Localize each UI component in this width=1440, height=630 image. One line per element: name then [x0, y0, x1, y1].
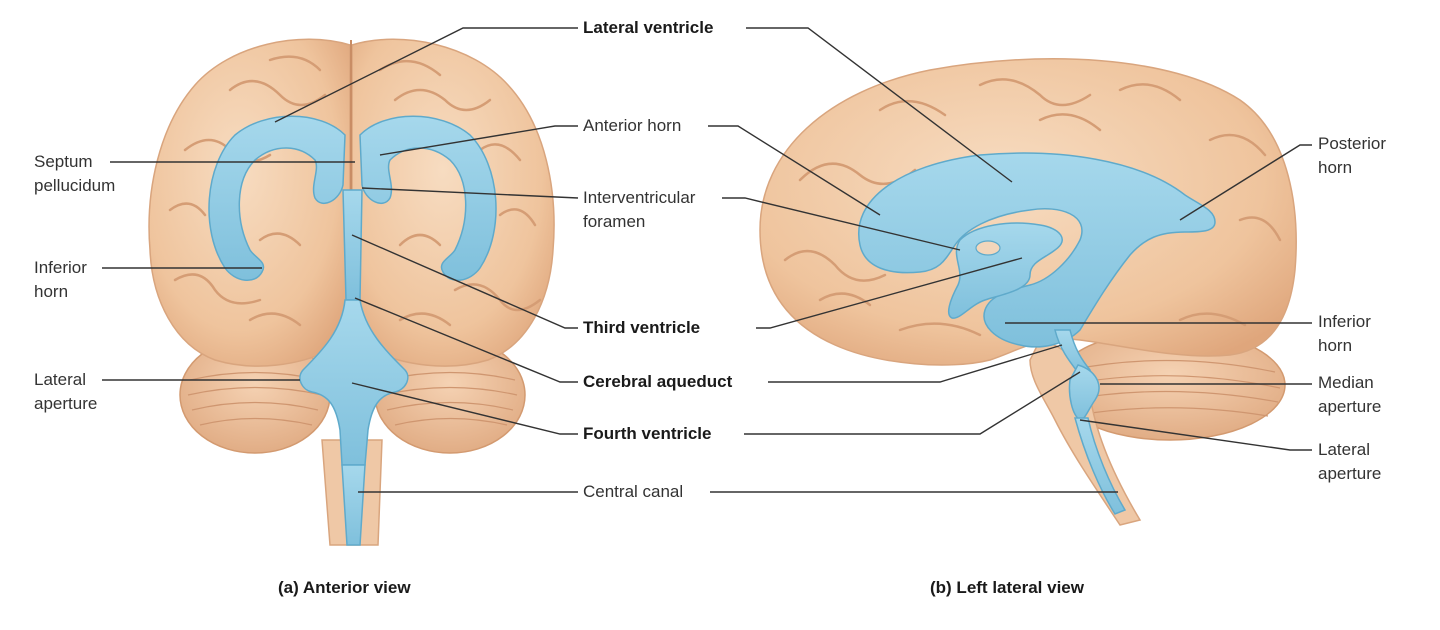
label-lateral-ventricle: Lateral ventricle: [583, 18, 714, 37]
leader-third-ventricle-b: [756, 257, 1023, 329]
leader-lines: [102, 27, 1312, 493]
lateral-view: [759, 58, 1297, 526]
label-anterior-horn: Anterior horn: [583, 116, 682, 135]
label-septum-line1: Septum: [34, 152, 93, 171]
label-posterior-horn-line2: horn: [1318, 158, 1353, 177]
central-canal-lateral: [1074, 417, 1127, 515]
leader-posterior-horn: [1179, 144, 1312, 221]
label-lateral-aperture-a-line2: aperture: [34, 394, 98, 413]
leader-interventricular-a: [361, 187, 579, 199]
leader-lateral-ventricle-b: [746, 27, 1013, 183]
lateral-ventricle-body: [858, 152, 1216, 348]
label-interventricular-line1: Interventricular: [583, 188, 696, 207]
leader-fourth-ventricle-b: [744, 371, 1081, 435]
caption-lateral-view: (b) Left lateral view: [930, 578, 1084, 597]
interthalamic-adhesion: [975, 240, 1001, 256]
label-interventricular-line2: foramen: [583, 212, 646, 231]
label-lateral-aperture-b-line2: aperture: [1318, 464, 1382, 483]
label-central-canal: Central canal: [583, 482, 684, 501]
caption-anterior-view: (a) Anterior view: [278, 578, 411, 597]
leader-aqueduct-b: [768, 344, 1063, 383]
label-lateral-aperture-b-line1: Lateral: [1318, 440, 1370, 459]
leader-aqueduct-a: [354, 297, 578, 383]
label-inferior-horn-a-line1: Inferior: [34, 258, 87, 277]
label-inferior-horn-b-line1: Inferior: [1318, 312, 1371, 331]
label-lateral-aperture-a-line1: Lateral: [34, 370, 86, 389]
label-third-ventricle: Third ventricle: [583, 318, 701, 337]
label-septum-line2: pellucidum: [34, 176, 116, 195]
anterior-view: [148, 38, 555, 546]
ventricular-system-anterior: [208, 115, 497, 546]
label-inferior-horn-b-line2: horn: [1318, 336, 1353, 355]
label-fourth-ventricle: Fourth ventricle: [583, 424, 712, 443]
central-canal-anterior: [341, 464, 366, 546]
leader-lateral-aperture-b: [1079, 419, 1312, 451]
leader-anterior-horn-a: [379, 125, 578, 156]
third-ventricle-anterior: [342, 189, 363, 301]
label-median-aperture-line1: Median: [1318, 373, 1374, 392]
leader-fourth-ventricle-a: [351, 382, 578, 435]
cerebrum-lateral: [759, 58, 1297, 366]
label-inferior-horn-a-line2: horn: [34, 282, 69, 301]
label-median-aperture-line2: aperture: [1318, 397, 1382, 416]
leader-anterior-horn-b: [708, 125, 881, 216]
left-lateral-ventricle: [208, 115, 346, 281]
leader-interventricular-b: [722, 197, 961, 251]
leader-lateral-ventricle: [274, 27, 578, 123]
label-posterior-horn-line1: Posterior: [1318, 134, 1387, 153]
fourth-ventricle-lateral: [1068, 364, 1100, 421]
label-cerebral-aqueduct: Cerebral aqueduct: [583, 372, 733, 391]
leader-third-ventricle-a: [351, 234, 578, 329]
